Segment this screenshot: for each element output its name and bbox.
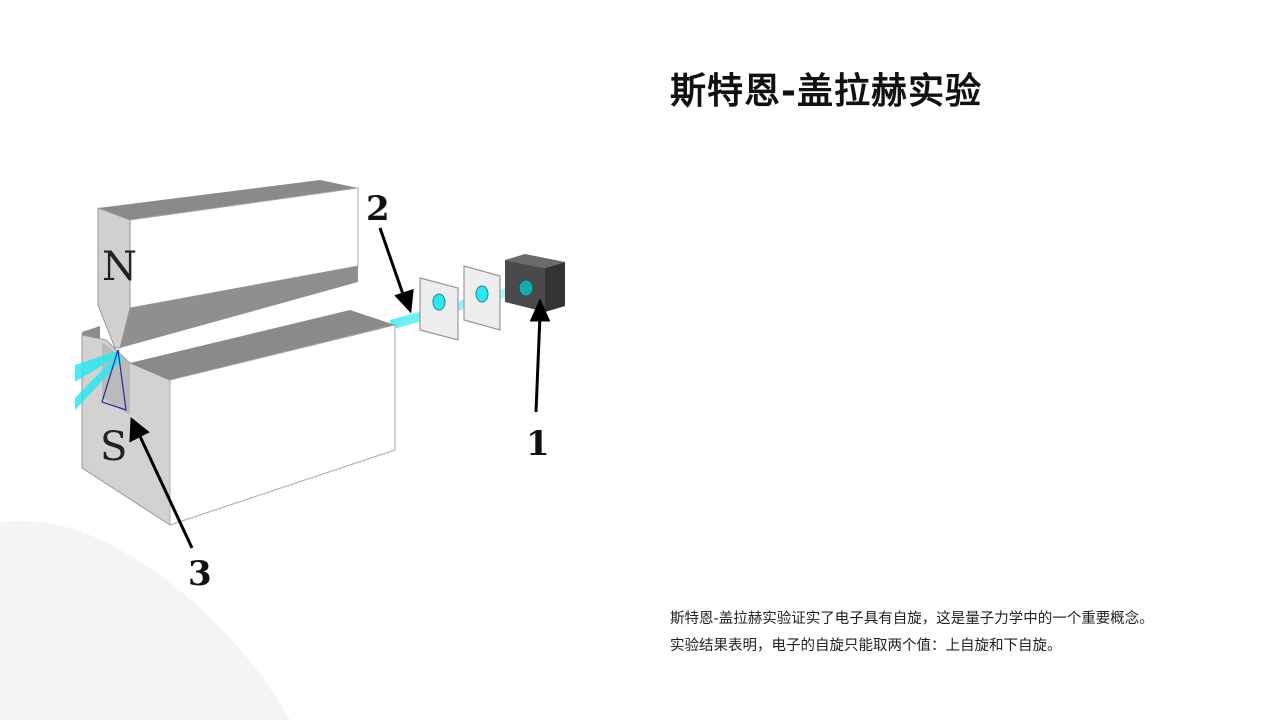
north-pole-label: N [102, 244, 137, 290]
callout-label-2: 2 [366, 189, 390, 229]
callout-label-1: 1 [526, 424, 550, 464]
stern-gerlach-diagram: S N 1 2 3 [75, 180, 565, 594]
north-magnet: N [97, 180, 359, 349]
south-pole-label: S [100, 424, 127, 470]
callout-label-3: 3 [188, 554, 212, 594]
south-magnet: S [81, 310, 396, 526]
atom-source [505, 254, 565, 312]
description-line-2: 实验结果表明，电子的自旋只能取两个值：上自旋和下自旋。 [670, 638, 1062, 654]
description-line-1: 斯特恩-盖拉赫实验证实了电子具有自旋，这是量子力学中的一个重要概念。 [670, 611, 1154, 627]
description: 斯特恩-盖拉赫实验证实了电子具有自旋，这是量子力学中的一个重要概念。 实验结果表… [670, 606, 1230, 660]
slit-plate-1 [419, 277, 459, 341]
page-title: 斯特恩-盖拉赫实验 [670, 71, 982, 112]
callout-arrows [129, 227, 551, 549]
split-beams [75, 349, 127, 411]
slit-plate-2 [463, 265, 501, 331]
